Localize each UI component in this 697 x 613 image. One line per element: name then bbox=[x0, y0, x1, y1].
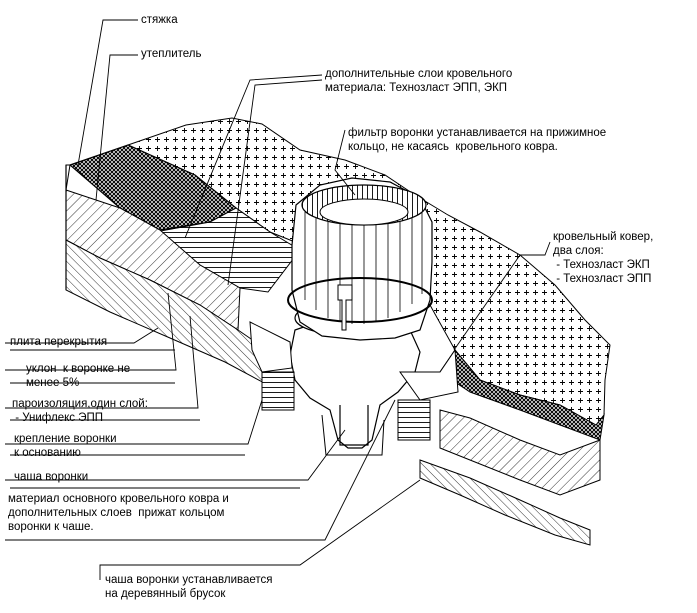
label-slab: плита перекрытия bbox=[10, 336, 108, 348]
bowl-flange-right bbox=[399, 348, 459, 401]
wooden-block-right bbox=[397, 399, 431, 441]
label-slope: уклон к воронке не менее 5% bbox=[26, 363, 131, 389]
label-funnel-bowl: чаша воронки bbox=[14, 471, 89, 483]
label-wooden-beam: чаша воронки устанавливается на деревянн… bbox=[105, 574, 273, 600]
fastening-bolt bbox=[337, 284, 353, 331]
press-ring bbox=[287, 277, 433, 323]
label-roof-carpet: кровельный ковер, два слоя: - Технозласт… bbox=[553, 231, 654, 285]
right-section-insulation bbox=[439, 409, 601, 496]
label-insulation: утеплитель bbox=[141, 48, 202, 60]
funnel-pipe-bottom bbox=[321, 414, 385, 456]
right-section-slab bbox=[419, 459, 591, 546]
bowl-flange-left bbox=[249, 321, 293, 373]
right-section-carpet-band bbox=[439, 349, 605, 441]
wooden-block-left bbox=[261, 371, 295, 411]
leader-lines bbox=[5, 19, 551, 580]
label-filter: фильтр воронки устанавливается на прижим… bbox=[348, 127, 607, 153]
label-extra-layers: дополнительные слои кровельного материал… bbox=[325, 68, 513, 94]
label-screed: стяжка bbox=[141, 14, 178, 26]
funnel-pipe bbox=[339, 405, 369, 446]
filter-cage-ribs bbox=[304, 187, 423, 324]
label-pressed: материал основного кровельного ковра и д… bbox=[8, 493, 229, 533]
label-fastening: крепление воронки к основанию bbox=[14, 433, 117, 459]
label-vapor-barrier: пароизоляция,один слой: - Унифлекс ЭПП bbox=[12, 398, 148, 424]
filter-cage-inner bbox=[319, 198, 409, 226]
